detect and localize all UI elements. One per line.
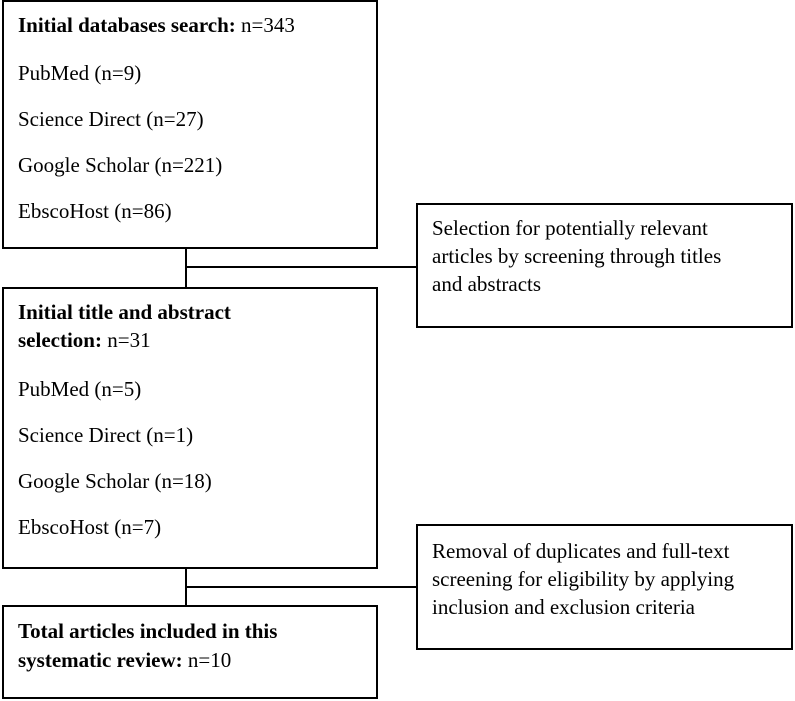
screening-note-box [416,203,793,328]
eligibility-note-box [416,524,793,650]
selected-science-direct: Science Direct (n=1) [18,423,194,447]
eligibility-note-line-1: Removal of duplicates and full-text [432,539,730,563]
screening-note-line-3: and abstracts [432,272,542,296]
screening-note-line-1: Selection for potentially relevant [432,216,708,240]
initial-google-scholar: Google Scholar (n=221) [18,153,223,177]
title-abstract-heading-line-1: Initial title and abstract [18,300,231,324]
included-label: systematic review: [18,648,183,672]
initial-search-count: n=343 [235,13,295,37]
eligibility-note-line-2: screening for eligibility by applying [432,567,735,591]
initial-science-direct: Science Direct (n=27) [18,107,204,131]
connector-horizontal-1 [185,266,418,268]
included-heading-line-1: Total articles included in this [18,619,278,643]
included-count: n=10 [182,648,232,672]
initial-search-box [2,0,378,249]
initial-search-label: Initial databases search: [18,13,236,37]
initial-search-heading: Initial databases search: n=343 [18,12,295,38]
connector-horizontal-2 [185,586,418,588]
title-abstract-box [2,287,378,569]
title-abstract-label: selection: [18,328,102,352]
selected-ebscohost: EbscoHost (n=7) [18,515,162,539]
connector-vertical-1 [185,249,187,288]
initial-ebscohost: EbscoHost (n=86) [18,199,172,223]
title-abstract-heading-line-2: selection: n=31 [18,327,151,353]
screening-note-line-2: articles by screening through titles [432,244,722,268]
title-abstract-count: n=31 [101,328,151,352]
included-articles-box [2,605,378,699]
initial-pubmed: PubMed (n=9) [18,61,142,85]
selected-google-scholar: Google Scholar (n=18) [18,469,212,493]
selected-pubmed: PubMed (n=5) [18,377,142,401]
included-heading-line-2: systematic review: n=10 [18,647,231,673]
eligibility-note-line-3: inclusion and exclusion criteria [432,595,696,619]
